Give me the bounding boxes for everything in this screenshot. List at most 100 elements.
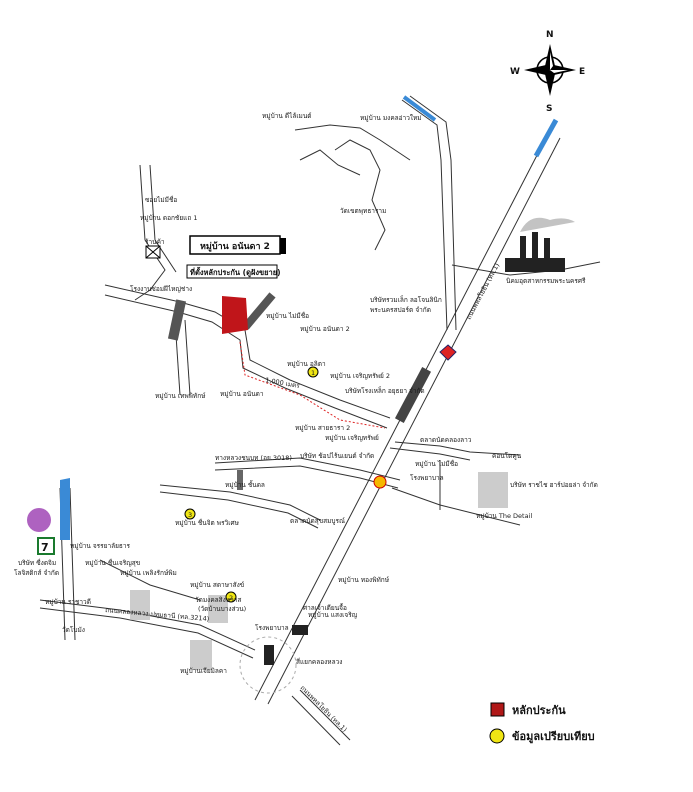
building-strip-2	[242, 292, 276, 330]
label-company-left: บริษัท ซี่งดจิม	[18, 558, 56, 567]
marker-2-label: 2	[229, 594, 233, 602]
road-bottom-right-edge	[291, 695, 341, 746]
road-bottom-right	[299, 689, 351, 741]
comparable-marker-2	[225, 591, 237, 603]
road-to-powerplant	[451, 261, 601, 276]
seven-eleven-icon	[37, 537, 55, 555]
building-icon	[292, 625, 308, 635]
compass-s: S	[546, 104, 552, 114]
label-ban-sadarat: หมู่บ้าน สดาษาสังข์	[190, 581, 244, 589]
road-upper-3	[299, 149, 361, 176]
road-upper-2	[334, 139, 386, 251]
label-the-detail: หมู่บ้าน The Detail	[476, 512, 532, 520]
project-banner: หมู่บ้าน อนันดา 2 ที่ตั้งหลักประกัน (ดูฝ…	[186, 235, 286, 279]
legend-comparable-swatch	[489, 728, 505, 744]
label-ban-kaeo: หมู่บ้าน ทองพิทักษ์	[338, 576, 390, 584]
label-ban-chuenchit: หมู่บ้าน ชื่นจิต พรวิเศษ	[175, 518, 240, 527]
label-ban-thep: หมู่บ้าน เทพพิทักษ์	[155, 392, 206, 400]
map-legend: หลักประกัน ข้อมูลเปรียบเทียบ	[489, 702, 595, 744]
label-ban-charoen: หมู่บ้าน เจริญทรัพย์	[325, 434, 379, 442]
road-left-vert-edge	[69, 487, 76, 641]
road-to-ananda	[104, 284, 391, 419]
label-junction: สี่แยกคลองหลวง	[296, 657, 342, 666]
compass-n: N	[546, 30, 554, 40]
legend-comparable-label: ข้อมูลเปรียบเทียบ	[512, 730, 595, 744]
label-market2: ตลาดนัดสุขสมบูรณ์	[290, 517, 345, 525]
seven-eleven-logo: 7	[41, 541, 49, 554]
collateral-site	[222, 296, 248, 334]
flyover-segment	[394, 367, 432, 423]
label-company-sport: บริษัท ช้อปไร้นเยนต์ จำกัด	[300, 452, 374, 460]
label-wat-banchong2: (วัดบ้านบางส่วน)	[198, 605, 246, 613]
block-bottom	[190, 640, 212, 670]
highway-bridge	[533, 118, 559, 158]
north-canal	[402, 95, 437, 122]
north-road	[401, 99, 448, 331]
road-middle-edge	[159, 491, 319, 529]
shell-icon	[373, 475, 387, 489]
road-thep-edge	[184, 319, 191, 396]
label-ban-ananda2: หมู่บ้าน อนันดา 2	[300, 325, 350, 333]
left-canal	[60, 478, 70, 540]
road-left-upper-2	[149, 164, 177, 273]
legend-collateral-label: หลักประกัน	[512, 704, 566, 717]
label-company-rajavej: บริษัท ราชไช ฮาร์ปอยล่า จำกัด	[510, 481, 598, 489]
building-strip	[167, 299, 187, 341]
road-bottom	[39, 599, 256, 651]
compass-rose: N S E W	[510, 30, 585, 114]
road-right-mid	[394, 441, 521, 456]
distance-route	[239, 341, 386, 429]
marker-1-label: 1	[311, 369, 315, 377]
comparable-marker-1	[307, 366, 319, 378]
project-name: หมู่บ้าน อนันดา 2	[200, 241, 270, 252]
road-upper	[294, 124, 411, 161]
label-ban-charoen2: หมู่บ้าน เจริญทรัพย์ 2	[330, 372, 390, 380]
label-ban-alika: หมู่บ้าน อลิตา	[287, 360, 326, 368]
road-bottom-edge	[39, 607, 254, 659]
comparable-marker-3	[184, 508, 196, 520]
label-ban-bottom: หมู่บ้านเจียมิลคา	[180, 667, 227, 675]
label-ban-sai-tara: หมู่บ้าน สายธารา 2	[295, 424, 350, 432]
label-school: โรงงานซ่อมฝีไหญ่ช่าง	[130, 285, 192, 293]
label-company-bp2: พระนครสปอร์ต จำกัด	[370, 306, 431, 314]
label-ban-dok-kun: หมู่บ้าน ดอกชัยแถ 1	[140, 214, 197, 222]
site-label: ที่ตั้งหลักประกัน (ดูฝังขยาย)	[190, 266, 281, 278]
label-company-bp: บริษัทรวมเล็ก ลอโจนลินิก	[370, 295, 442, 304]
road-right-low	[391, 487, 521, 526]
label-soi-mai-chue: ซอยไม่มีชื่อ	[145, 195, 177, 204]
traffic-light-icon	[264, 645, 274, 665]
label-school2: โรงพยาบาล	[255, 624, 289, 632]
label-company-fire: บริษัทโรงเหล็ก อยุธยา จำกัด	[345, 386, 425, 395]
main-highway	[254, 118, 561, 705]
block-center	[208, 595, 228, 623]
block-right	[478, 472, 508, 508]
label-hospital: โรงพยาบาล	[410, 474, 444, 482]
label-road-bottom: ถนนคลองหลวง-ปทุมธานี (ทล.3214)	[105, 606, 210, 623]
distance-label: 1,000 เมตร	[265, 376, 301, 390]
road-3018	[214, 457, 401, 481]
road-marker	[237, 470, 243, 490]
block-left	[130, 590, 150, 620]
label-ban-phutarak: หมู่บ้าน เพลิงรักษ์พิม	[120, 569, 177, 577]
junction-circle	[239, 636, 297, 694]
compass-e: E	[579, 67, 585, 77]
marker-3-label: 3	[188, 511, 192, 519]
label-ban-saeng: หมู่บ้าน แสงเจริญ	[308, 611, 358, 619]
compass-w: W	[510, 67, 520, 77]
label-market: ตลาดนัดคลองลาว	[420, 436, 472, 444]
label-ban-ananda: หมู่บ้าน อนันดา	[220, 390, 264, 398]
road-low-left	[99, 559, 201, 601]
label-ban-kilomen: หมู่บ้าน ดีไล้เมนต์	[262, 112, 312, 120]
road-middle	[159, 484, 321, 521]
north-road-edge	[409, 95, 457, 331]
label-road-bottom-right: ถนนพหลโยธิน (ทล.1)	[299, 684, 349, 734]
legend-collateral-swatch	[490, 702, 505, 717]
label-wat-banchong: วัดมงคลสิงหวาส	[195, 596, 241, 604]
label-ban-mai-chue: หมู่บ้าน ไม่มีชื่อ	[266, 311, 309, 320]
label-ban-mai-chue2: หมู่บ้าน ไม่มีชื่อ	[415, 459, 458, 468]
label-company-left2: โลจิสติกส์ จำกัด	[14, 569, 59, 577]
road-left-upper	[134, 164, 166, 301]
gas-station-icon	[439, 344, 457, 361]
label-power-plant: นิคมอุตสาหกรรมพระนครศรี	[506, 277, 586, 285]
